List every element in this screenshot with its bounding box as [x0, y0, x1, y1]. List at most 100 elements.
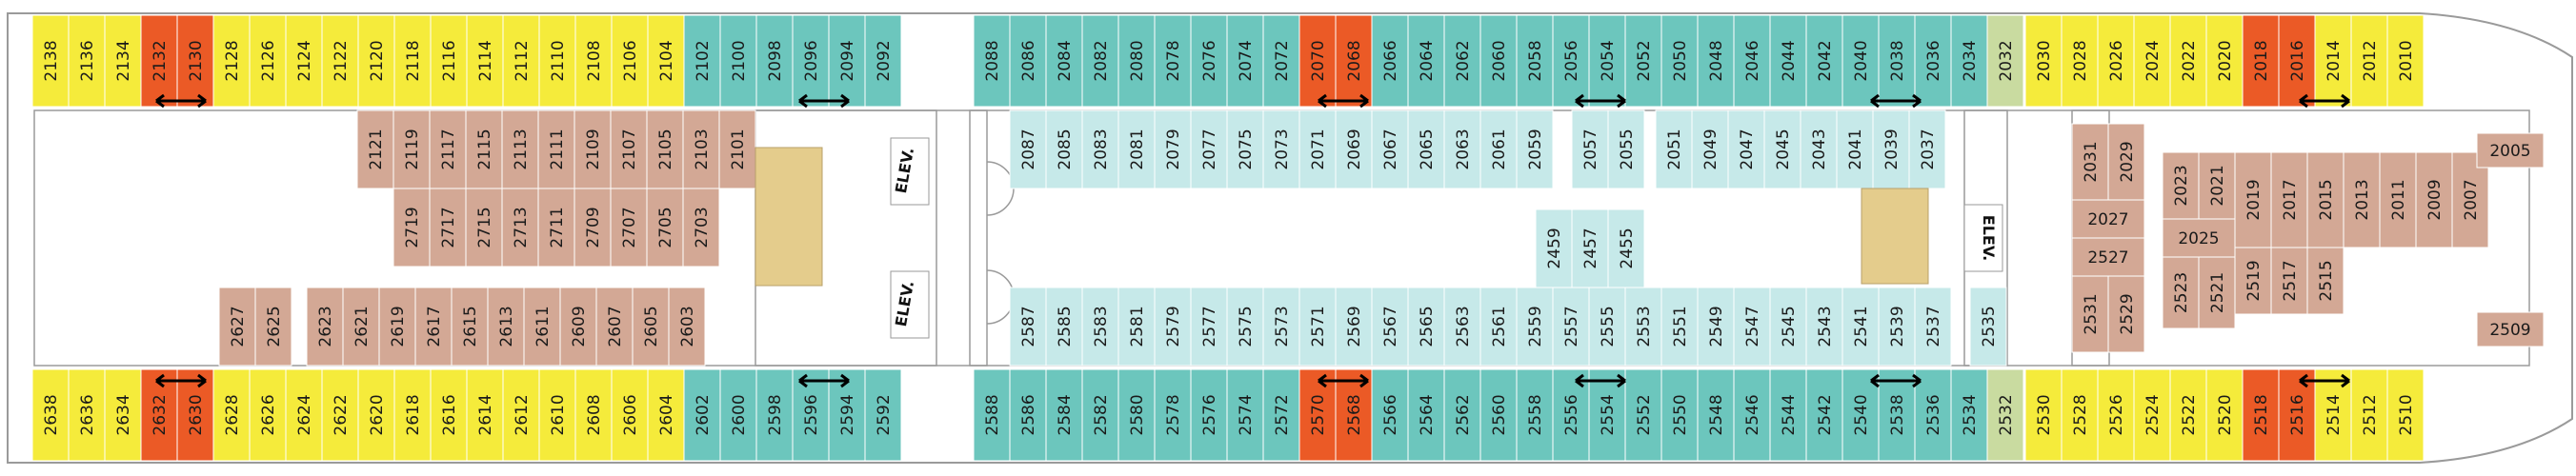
cabin-2050[interactable]: 2050 — [1660, 14, 1699, 108]
cabin-2541[interactable]: 2541 — [1841, 287, 1880, 367]
cabin-2613[interactable]: 2613 — [487, 287, 525, 367]
cabin-2013[interactable]: 2013 — [2343, 151, 2381, 248]
cabin-2536[interactable]: 2536 — [1914, 368, 1952, 462]
cabin-2715[interactable]: 2715 — [465, 188, 503, 268]
cabin-2576[interactable]: 2576 — [1190, 368, 1228, 462]
cabin-2551[interactable]: 2551 — [1660, 287, 1699, 367]
cabin-2607[interactable]: 2607 — [595, 287, 634, 367]
cabin-2594[interactable]: 2594 — [828, 368, 866, 462]
cabin-2558[interactable]: 2558 — [1516, 368, 1554, 462]
cabin-2087[interactable]: 2087 — [1009, 109, 1047, 189]
cabin-2550[interactable]: 2550 — [1660, 368, 1699, 462]
cabin-2118[interactable]: 2118 — [393, 14, 432, 108]
cabin-2622[interactable]: 2622 — [321, 368, 359, 462]
cabin-2636[interactable]: 2636 — [68, 368, 106, 462]
cabin-2110[interactable]: 2110 — [538, 14, 576, 108]
cabin-2055[interactable]: 2055 — [1607, 109, 1645, 189]
cabin-2092[interactable]: 2092 — [864, 14, 902, 108]
cabin-2526[interactable]: 2526 — [2097, 368, 2135, 462]
cabin-2630[interactable]: 2630 — [176, 368, 214, 462]
cabin-2126[interactable]: 2126 — [249, 14, 287, 108]
cabin-2100[interactable]: 2100 — [719, 14, 757, 108]
cabin-2518[interactable]: 2518 — [2242, 368, 2280, 462]
cabin-2609[interactable]: 2609 — [559, 287, 597, 367]
cabin-2544[interactable]: 2544 — [1769, 368, 1807, 462]
cabin-2105[interactable]: 2105 — [646, 109, 684, 189]
cabin-2548[interactable]: 2548 — [1697, 368, 1735, 462]
cabin-2531[interactable]: 2531 — [2071, 275, 2109, 353]
cabin-2564[interactable]: 2564 — [1407, 368, 1445, 462]
cabin-2081[interactable]: 2081 — [1117, 109, 1156, 189]
cabin-2028[interactable]: 2028 — [2061, 14, 2099, 108]
cabin-2138[interactable]: 2138 — [31, 14, 70, 108]
cabin-2036[interactable]: 2036 — [1914, 14, 1952, 108]
cabin-2005[interactable]: 2005 — [2476, 132, 2545, 169]
cabin-2569[interactable]: 2569 — [1335, 287, 1373, 367]
cabin-2553[interactable]: 2553 — [1624, 287, 1662, 367]
cabin-2065[interactable]: 2065 — [1407, 109, 1445, 189]
cabin-2512[interactable]: 2512 — [2350, 368, 2388, 462]
cabin-2620[interactable]: 2620 — [357, 368, 395, 462]
cabin-2561[interactable]: 2561 — [1479, 287, 1518, 367]
cabin-2567[interactable]: 2567 — [1371, 287, 1409, 367]
cabin-2509[interactable]: 2509 — [2476, 311, 2545, 347]
cabin-2083[interactable]: 2083 — [1081, 109, 1119, 189]
cabin-2524[interactable]: 2524 — [2133, 368, 2171, 462]
cabin-2015[interactable]: 2015 — [2306, 151, 2345, 248]
cabin-2046[interactable]: 2046 — [1733, 14, 1771, 108]
cabin-2585[interactable]: 2585 — [1045, 287, 1083, 367]
cabin-2134[interactable]: 2134 — [104, 14, 142, 108]
cabin-2057[interactable]: 2057 — [1571, 109, 1609, 189]
cabin-2717[interactable]: 2717 — [429, 188, 467, 268]
cabin-2079[interactable]: 2079 — [1154, 109, 1192, 189]
cabin-2136[interactable]: 2136 — [68, 14, 106, 108]
cabin-2128[interactable]: 2128 — [212, 14, 251, 108]
cabin-2562[interactable]: 2562 — [1443, 368, 1481, 462]
cabin-2604[interactable]: 2604 — [647, 368, 685, 462]
cabin-2542[interactable]: 2542 — [1805, 368, 1843, 462]
cabin-2619[interactable]: 2619 — [378, 287, 416, 367]
cabin-2612[interactable]: 2612 — [502, 368, 540, 462]
cabin-2111[interactable]: 2111 — [537, 109, 575, 189]
cabin-2072[interactable]: 2072 — [1262, 14, 1300, 108]
cabin-2559[interactable]: 2559 — [1516, 287, 1554, 367]
cabin-2058[interactable]: 2058 — [1516, 14, 1554, 108]
cabin-2510[interactable]: 2510 — [2386, 368, 2425, 462]
cabin-2545[interactable]: 2545 — [1769, 287, 1807, 367]
cabin-2534[interactable]: 2534 — [1950, 368, 1988, 462]
cabin-2067[interactable]: 2067 — [1371, 109, 1409, 189]
cabin-2579[interactable]: 2579 — [1154, 287, 1192, 367]
cabin-2109[interactable]: 2109 — [574, 109, 612, 189]
cabin-2119[interactable]: 2119 — [392, 109, 431, 189]
cabin-2618[interactable]: 2618 — [393, 368, 432, 462]
cabin-2069[interactable]: 2069 — [1335, 109, 1373, 189]
cabin-2074[interactable]: 2074 — [1226, 14, 1264, 108]
cabin-2025[interactable]: 2025 — [2162, 218, 2236, 258]
cabin-2060[interactable]: 2060 — [1479, 14, 1518, 108]
cabin-2611[interactable]: 2611 — [523, 287, 561, 367]
cabin-2719[interactable]: 2719 — [392, 188, 431, 268]
cabin-2549[interactable]: 2549 — [1697, 287, 1735, 367]
cabin-2007[interactable]: 2007 — [2451, 151, 2489, 248]
cabin-2041[interactable]: 2041 — [1836, 109, 1874, 189]
cabin-2624[interactable]: 2624 — [285, 368, 323, 462]
cabin-2054[interactable]: 2054 — [1588, 14, 1626, 108]
cabin-2084[interactable]: 2084 — [1045, 14, 1083, 108]
cabin-2614[interactable]: 2614 — [466, 368, 504, 462]
cabin-2459[interactable]: 2459 — [1535, 208, 1573, 288]
cabin-2552[interactable]: 2552 — [1624, 368, 1662, 462]
cabin-2588[interactable]: 2588 — [973, 368, 1011, 462]
cabin-2634[interactable]: 2634 — [104, 368, 142, 462]
cabin-2078[interactable]: 2078 — [1154, 14, 1192, 108]
cabin-2535[interactable]: 2535 — [1969, 287, 2007, 367]
cabin-2030[interactable]: 2030 — [2024, 14, 2063, 108]
cabin-2061[interactable]: 2061 — [1479, 109, 1518, 189]
cabin-2623[interactable]: 2623 — [306, 287, 344, 367]
cabin-2523[interactable]: 2523 — [2162, 256, 2200, 329]
cabin-2557[interactable]: 2557 — [1552, 287, 1590, 367]
cabin-2009[interactable]: 2009 — [2415, 151, 2453, 248]
cabin-2546[interactable]: 2546 — [1733, 368, 1771, 462]
cabin-2076[interactable]: 2076 — [1190, 14, 1228, 108]
cabin-2532[interactable]: 2532 — [1986, 368, 2024, 462]
cabin-2063[interactable]: 2063 — [1443, 109, 1481, 189]
